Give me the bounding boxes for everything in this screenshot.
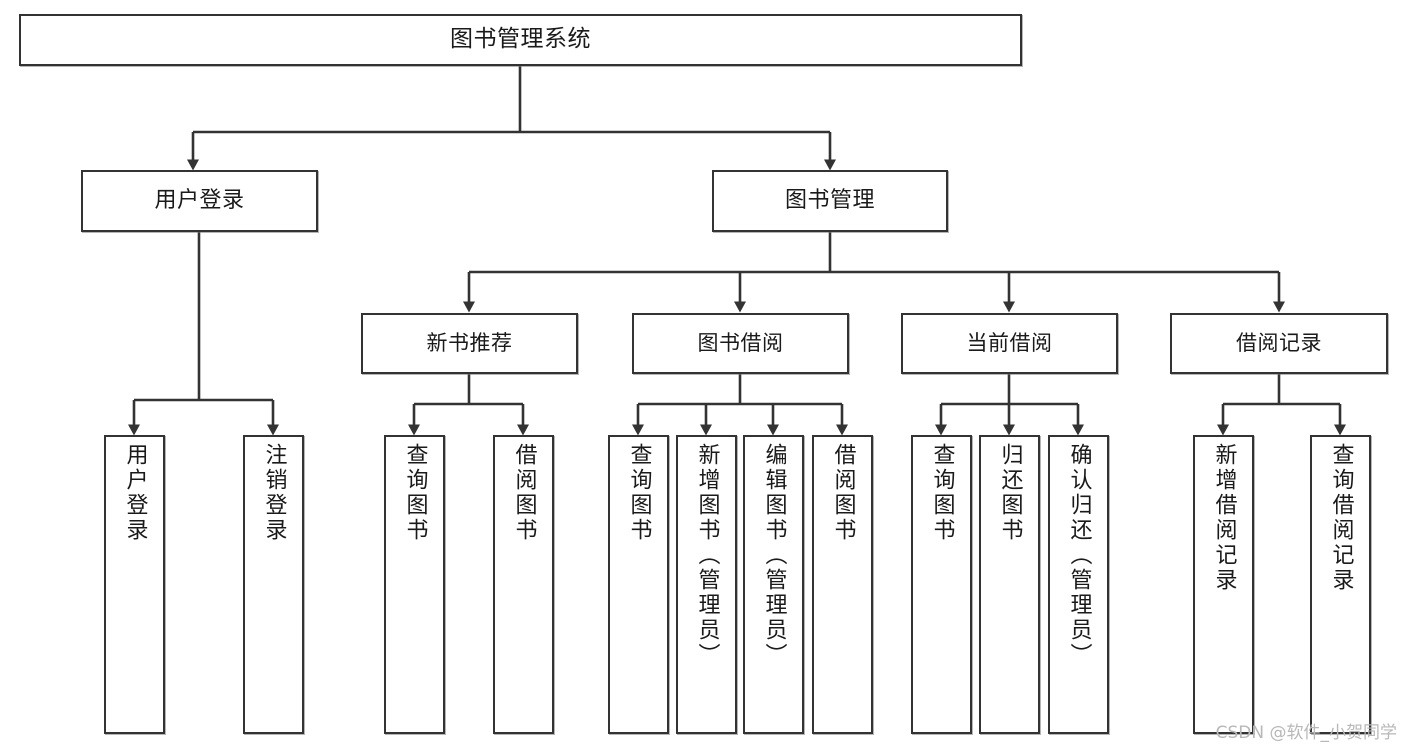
node-label: 查询图书 <box>402 443 428 543</box>
node-label: 新增图书（管理员） <box>694 443 720 668</box>
node-leaf-query-record[interactable]: 查询借阅记录 <box>1310 435 1371 734</box>
node-label: 查询借阅记录 <box>1328 443 1354 593</box>
node-leaf-borrow-book-2[interactable]: 借阅图书 <box>812 435 873 734</box>
node-root-system[interactable]: 图书管理系统 <box>19 14 1022 66</box>
node-label: 归还图书 <box>997 443 1023 543</box>
node-label: 查询图书 <box>929 443 955 543</box>
node-leaf-query-book-3[interactable]: 查询图书 <box>911 435 972 734</box>
node-label: 图书管理系统 <box>450 26 591 53</box>
node-label: 借阅图书 <box>511 443 537 543</box>
node-leaf-return-book[interactable]: 归还图书 <box>979 435 1040 734</box>
node-leaf-query-book-1[interactable]: 查询图书 <box>384 435 445 734</box>
node-label: 注销登录 <box>261 443 287 543</box>
node-leaf-borrow-book-1[interactable]: 借阅图书 <box>493 435 554 734</box>
node-label: 图书借阅 <box>697 331 784 356</box>
node-current-borrow[interactable]: 当前借阅 <box>901 313 1118 374</box>
node-label: 图书管理 <box>784 188 875 214</box>
node-book-management[interactable]: 图书管理 <box>712 170 948 232</box>
node-label: 借阅记录 <box>1236 331 1322 356</box>
node-label: 新增借阅记录 <box>1211 443 1237 593</box>
node-book-borrow[interactable]: 图书借阅 <box>632 313 849 374</box>
node-label: 当前借阅 <box>966 331 1053 356</box>
node-leaf-logout-login[interactable]: 注销登录 <box>243 435 304 734</box>
node-label: 用户登录 <box>154 188 245 214</box>
node-label: 用户登录 <box>122 443 148 543</box>
node-label: 确认归还（管理员） <box>1066 443 1092 668</box>
node-new-book-recommend[interactable]: 新书推荐 <box>361 313 578 374</box>
node-label: 借阅图书 <box>830 443 856 543</box>
node-leaf-add-record[interactable]: 新增借阅记录 <box>1193 435 1254 734</box>
node-borrow-record[interactable]: 借阅记录 <box>1170 313 1388 374</box>
node-leaf-query-book-2[interactable]: 查询图书 <box>608 435 669 734</box>
node-leaf-user-login[interactable]: 用户登录 <box>104 435 165 734</box>
node-label: 编辑图书（管理员） <box>761 443 787 668</box>
node-leaf-add-book[interactable]: 新增图书（管理员） <box>676 435 737 734</box>
csdn-watermark: CSDN @软件_小贺同学 <box>1215 723 1397 743</box>
node-leaf-confirm-return[interactable]: 确认归还（管理员） <box>1048 435 1109 734</box>
node-user-login[interactable]: 用户登录 <box>81 170 318 232</box>
node-label: 查询图书 <box>626 443 652 543</box>
node-leaf-edit-book[interactable]: 编辑图书（管理员） <box>743 435 804 734</box>
node-label: 新书推荐 <box>426 331 513 356</box>
